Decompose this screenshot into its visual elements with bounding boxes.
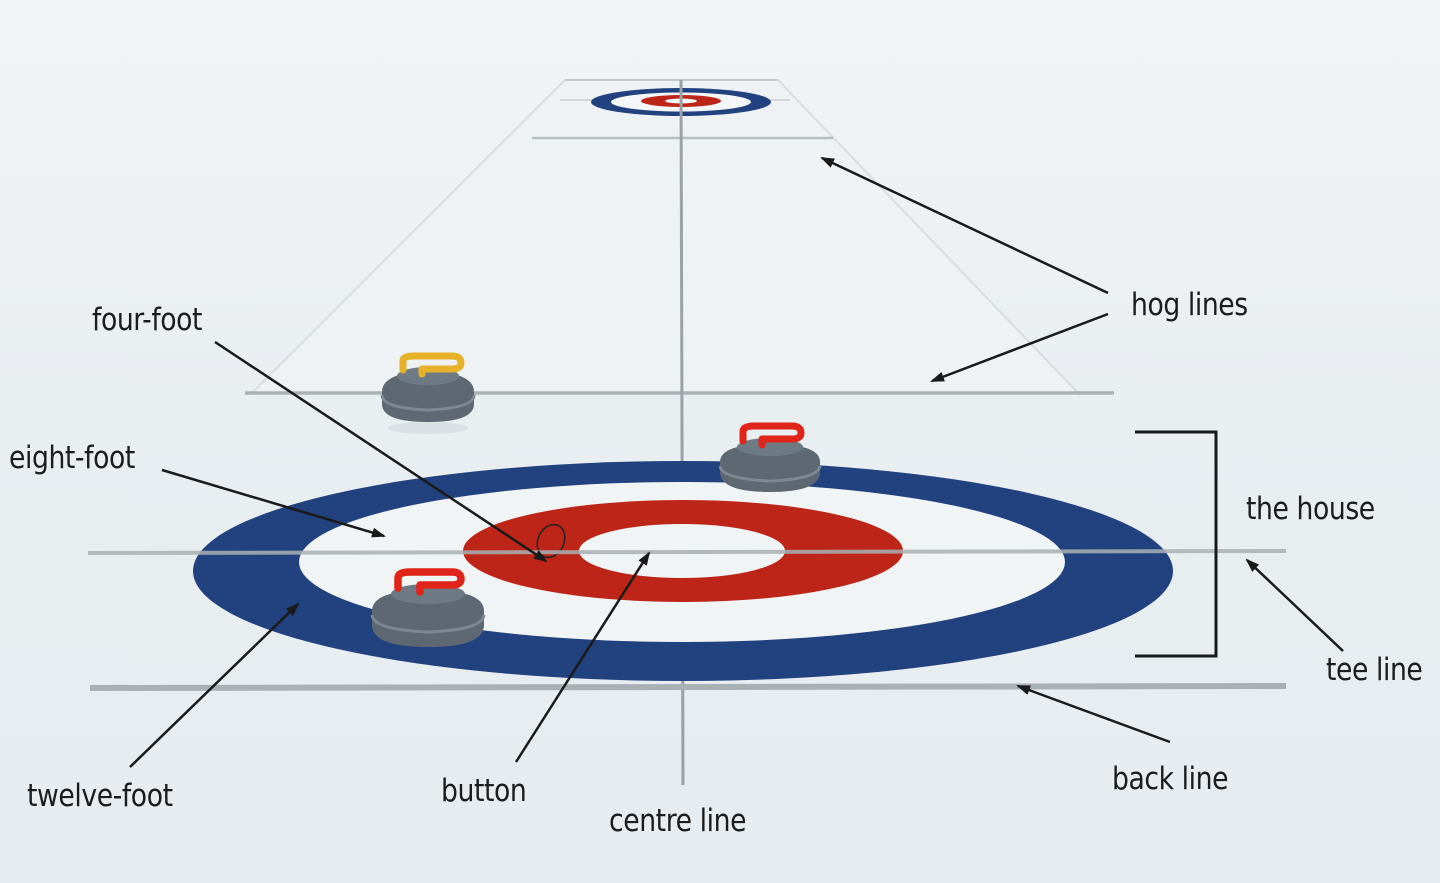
- label-back-line: back line: [1112, 761, 1229, 797]
- curling-stone-red-left: [370, 568, 486, 647]
- arrow-hog-near: [930, 312, 1109, 383]
- house-bracket: [1135, 430, 1218, 658]
- arrow-tee-line: [1245, 558, 1344, 652]
- back-line: [89, 683, 1287, 691]
- arrow-hog-far: [820, 156, 1109, 295]
- arrow-back-line: [1016, 684, 1171, 744]
- label-four-foot: four-foot: [92, 302, 203, 338]
- arrow-button: [514, 551, 651, 763]
- curling-stone-yellow: [380, 352, 476, 434]
- label-the-house: the house: [1246, 491, 1375, 527]
- label-eight-foot: eight-foot: [9, 440, 135, 476]
- arrow-eight-foot: [161, 468, 386, 538]
- curling-stone-red-right: [718, 422, 822, 492]
- label-button: button: [441, 773, 527, 809]
- label-twelve-foot: twelve-foot: [27, 778, 173, 814]
- tee-line: [87, 549, 1287, 555]
- arrow-four-foot: [214, 340, 548, 563]
- arrow-twelve-foot: [129, 602, 300, 768]
- label-hog-lines: hog lines: [1131, 287, 1248, 323]
- sheet-far-surface: [250, 80, 1080, 395]
- label-centre-line: centre line: [609, 803, 747, 839]
- label-tee-line: tee line: [1326, 652, 1423, 688]
- sheet-far-left-edge: [249, 79, 566, 396]
